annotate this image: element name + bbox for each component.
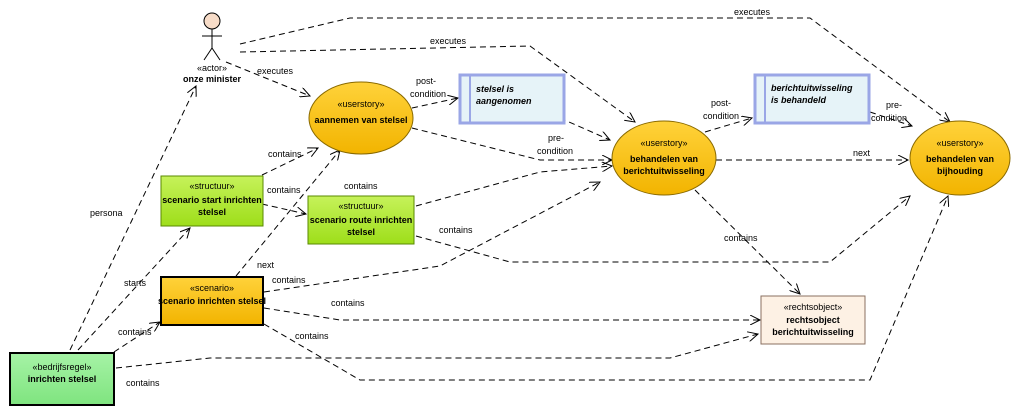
scenario-name: scenario inrichten stelsel — [158, 296, 266, 306]
edge-pre-1 — [559, 117, 610, 140]
edge-pre-2 — [869, 111, 912, 126]
edge-executes-aannemen — [225, 61, 310, 96]
userstory-bijhouding-stereotype: «userstory» — [936, 138, 983, 148]
structuur-start[interactable]: «structuur» scenario start inrichten ste… — [160, 175, 264, 227]
label-contains-start-us: contains — [268, 149, 302, 159]
userstory-behandelen-bericht[interactable]: «userstory» behandelen van berichtuitwis… — [611, 120, 717, 196]
structuur-route-line1: scenario route inrichten — [310, 215, 413, 225]
rechtsobject-stereotype: «rechtsobject» — [784, 302, 843, 312]
label-persona: persona — [90, 208, 123, 218]
edge-route-bericht — [415, 166, 612, 207]
edge-start-route — [261, 203, 306, 214]
actor-name: onze minister — [183, 74, 242, 84]
userstory-bijhouding-line1: behandelen van — [926, 154, 994, 164]
edge-post-1 — [411, 98, 458, 109]
edge-start-aannemen — [261, 148, 318, 176]
edge-bedrijfsregel-scenario — [113, 322, 160, 353]
label-pre-2a: pre- — [886, 100, 902, 110]
label-contains-bottom: contains — [126, 378, 160, 388]
edge-executes-bijhouding — [239, 17, 950, 122]
label-post-1b: condition — [410, 89, 446, 99]
actor-node[interactable]: «actor» onze minister — [183, 12, 242, 84]
label-contains-scenario-3: contains — [295, 331, 329, 341]
label-contains-scenario-1: contains — [272, 275, 306, 285]
label-next-2: next — [853, 148, 871, 158]
userstory-aannemen-stereotype: «userstory» — [337, 99, 384, 109]
label-next-scenario: next — [257, 260, 275, 270]
edge-scenario-bijhouding — [263, 196, 948, 381]
structuur-start-stereotype: «structuur» — [189, 181, 234, 191]
actor-stereotype: «actor» — [197, 63, 227, 73]
label-contains-bedrijfsregel: contains — [118, 327, 152, 337]
bedrijfsregel-name: inrichten stelsel — [28, 374, 97, 384]
actor-icon — [202, 12, 222, 61]
edges — [69, 17, 950, 381]
userstory-aannemen[interactable]: «userstory» aannemen van stelsel — [308, 81, 414, 155]
edge-scenario-rechtsobject — [263, 307, 760, 320]
structuur-route-line2: stelsel — [347, 227, 375, 237]
edge-executes-bericht — [239, 45, 635, 122]
label-contains-route-bottom: contains — [439, 225, 473, 235]
edge-post-2 — [704, 118, 752, 133]
label-post-2a: post- — [711, 98, 731, 108]
structuur-start-line1: scenario start inrichten — [162, 195, 262, 205]
userstory-behandelen-bijhouding[interactable]: «userstory» behandelen van bijhouding — [909, 120, 1011, 196]
edge-starts — [77, 228, 190, 351]
edge-bedrijfsregel-rechtsobject — [115, 334, 758, 369]
rechtsobject-line1: rechtsobject — [786, 315, 840, 325]
label-pre-1a: pre- — [548, 133, 564, 143]
structuur-route-stereotype: «structuur» — [338, 201, 383, 211]
label-executes-mid: executes — [430, 36, 467, 46]
state-stelsel-line1: stelsel is — [476, 84, 514, 94]
label-post-2b: condition — [703, 111, 739, 121]
state-stelsel-line2: aangenomen — [476, 96, 532, 106]
label-starts: starts — [124, 278, 147, 288]
userstory-bericht-line1: behandelen van — [630, 154, 698, 164]
rechtsobject-line2: berichtuitwisseling — [772, 327, 854, 337]
scenario-stereotype: «scenario» — [190, 283, 234, 293]
structuur-route[interactable]: «structuur» scenario route inrichten ste… — [307, 195, 415, 245]
rechtsobject-berichtuitwisseling[interactable]: «rechtsobject» rechtsobject berichtuitwi… — [760, 295, 866, 345]
label-contains-scenario-2: contains — [331, 298, 365, 308]
label-contains-start-route: contains — [267, 185, 301, 195]
state-bericht-line1: berichtuitwisseling — [771, 83, 853, 93]
state-bericht-line2: is behandeld — [771, 95, 827, 105]
edge-next-1 — [411, 127, 612, 160]
edge-persona — [69, 86, 196, 351]
scenario-inrichten[interactable]: «scenario» scenario inrichten stelsel — [158, 276, 266, 326]
label-pre-1b: condition — [537, 146, 573, 156]
userstory-bericht-line2: berichtuitwisseling — [623, 166, 705, 176]
label-executes-left: executes — [257, 66, 294, 76]
userstory-bijhouding-line2: bijhouding — [937, 166, 983, 176]
label-executes-top: executes — [734, 7, 771, 17]
userstory-bericht-stereotype: «userstory» — [640, 138, 687, 148]
edge-route-bijhouding — [415, 196, 910, 263]
bedrijfsregel-inrichten[interactable]: «bedrijfsregel» inrichten stelsel — [9, 352, 115, 406]
state-bericht-behandeld[interactable]: berichtuitwisseling is behandeld — [753, 73, 871, 125]
label-post-1a: post- — [416, 76, 436, 86]
label-contains-route-top: contains — [344, 181, 378, 191]
userstory-aannemen-name: aannemen van stelsel — [314, 115, 407, 125]
edge-scenario-next — [235, 150, 340, 277]
state-stelsel-aangenomen[interactable]: stelsel is aangenomen — [458, 73, 566, 125]
label-pre-2b: condition — [871, 113, 907, 123]
edge-contains-rechtsobject — [694, 189, 800, 294]
bedrijfsregel-stereotype: «bedrijfsregel» — [32, 362, 91, 372]
label-contains-bericht-rechtsobject: contains — [724, 233, 758, 243]
structuur-start-line2: stelsel — [198, 207, 226, 217]
